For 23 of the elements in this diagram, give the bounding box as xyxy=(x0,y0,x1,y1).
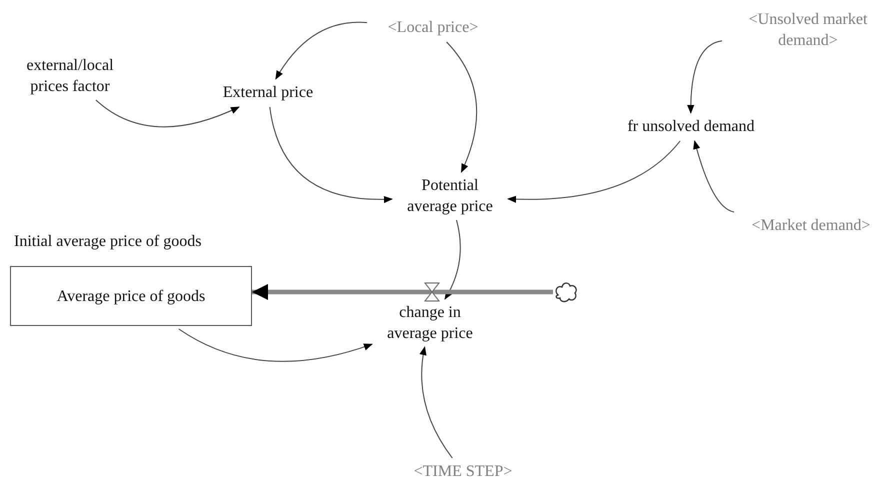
link-arrow xyxy=(444,220,461,300)
link-arrow xyxy=(275,22,368,80)
cloud-icon xyxy=(554,281,578,303)
link-arrow xyxy=(687,40,722,114)
shadow-variable-label: <TIME STEP> xyxy=(405,461,521,483)
link-arrow xyxy=(507,140,681,203)
link-arrow xyxy=(693,140,734,212)
shadow-variable-label: <Local price> xyxy=(370,17,496,39)
shadow-variable-label: <Market demand> xyxy=(732,215,890,237)
variable-label: external/local prices factor xyxy=(20,55,120,97)
variable-label: External price xyxy=(200,82,336,104)
stock-box: Average price of goods xyxy=(10,266,252,326)
link-arrow xyxy=(269,106,393,203)
shadow-variable-label: <Unsolved market demand> xyxy=(725,9,891,51)
link-arrow xyxy=(95,100,240,128)
variable-label: fr unsolved demand xyxy=(626,116,756,138)
link-arrow xyxy=(178,328,373,362)
link-arrow xyxy=(446,42,478,173)
variable-label: Potential average price xyxy=(395,175,505,217)
flow-rate-label: change in average price xyxy=(375,302,485,344)
link-arrow xyxy=(420,346,453,458)
flow-pipe xyxy=(252,284,553,300)
initial-value-label: Initial average price of goods xyxy=(14,233,202,251)
